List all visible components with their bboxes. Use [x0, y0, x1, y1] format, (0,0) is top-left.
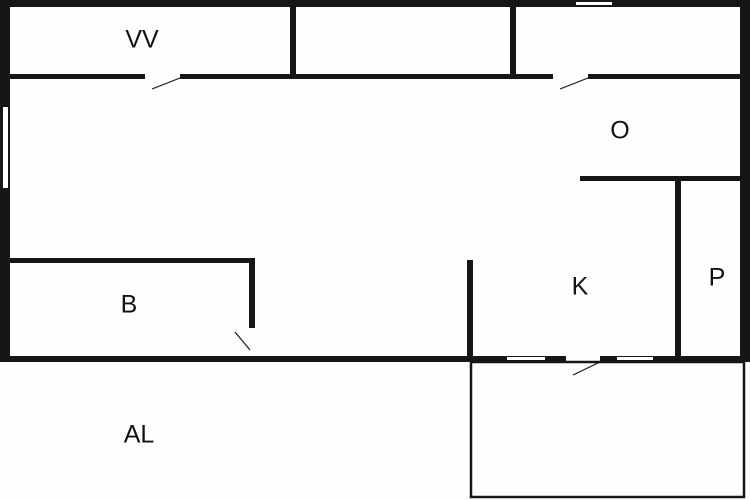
wall-b-top [10, 258, 255, 263]
room-label-o: O [610, 117, 629, 145]
door-swing-balcony [572, 361, 601, 376]
corridor-wall-c [588, 74, 740, 79]
window-top [576, 2, 612, 5]
room-label-p: P [709, 264, 726, 292]
balcony-outline [469, 360, 746, 499]
room-label-vv: VV [125, 26, 159, 54]
walls [0, 0, 750, 362]
room-label-b: B [121, 291, 138, 319]
outer-wall-right [740, 0, 750, 362]
partition-mid [510, 0, 516, 78]
outer-wall-top [0, 0, 750, 7]
window-k-2 [617, 357, 653, 360]
windows [3, 2, 653, 360]
outer-wall-bottom [0, 356, 566, 362]
room-label-k: K [572, 273, 589, 301]
doors [151, 77, 601, 376]
wall-o-k [580, 176, 740, 181]
partition-vv [290, 0, 296, 78]
wall-b-right [249, 258, 255, 328]
corridor-wall-b [180, 74, 553, 79]
room-label-al: AL [124, 421, 155, 449]
room-labels: VV O B K P AL [121, 26, 726, 449]
door-swing-b [234, 331, 251, 351]
wall-k-p [675, 176, 681, 360]
window-left [3, 107, 8, 188]
corridor-wall-a [10, 74, 145, 79]
door-swing-vv [151, 77, 181, 90]
door-swing-o [559, 77, 589, 90]
window-k-1 [507, 357, 545, 360]
wall-k-left [467, 260, 473, 360]
